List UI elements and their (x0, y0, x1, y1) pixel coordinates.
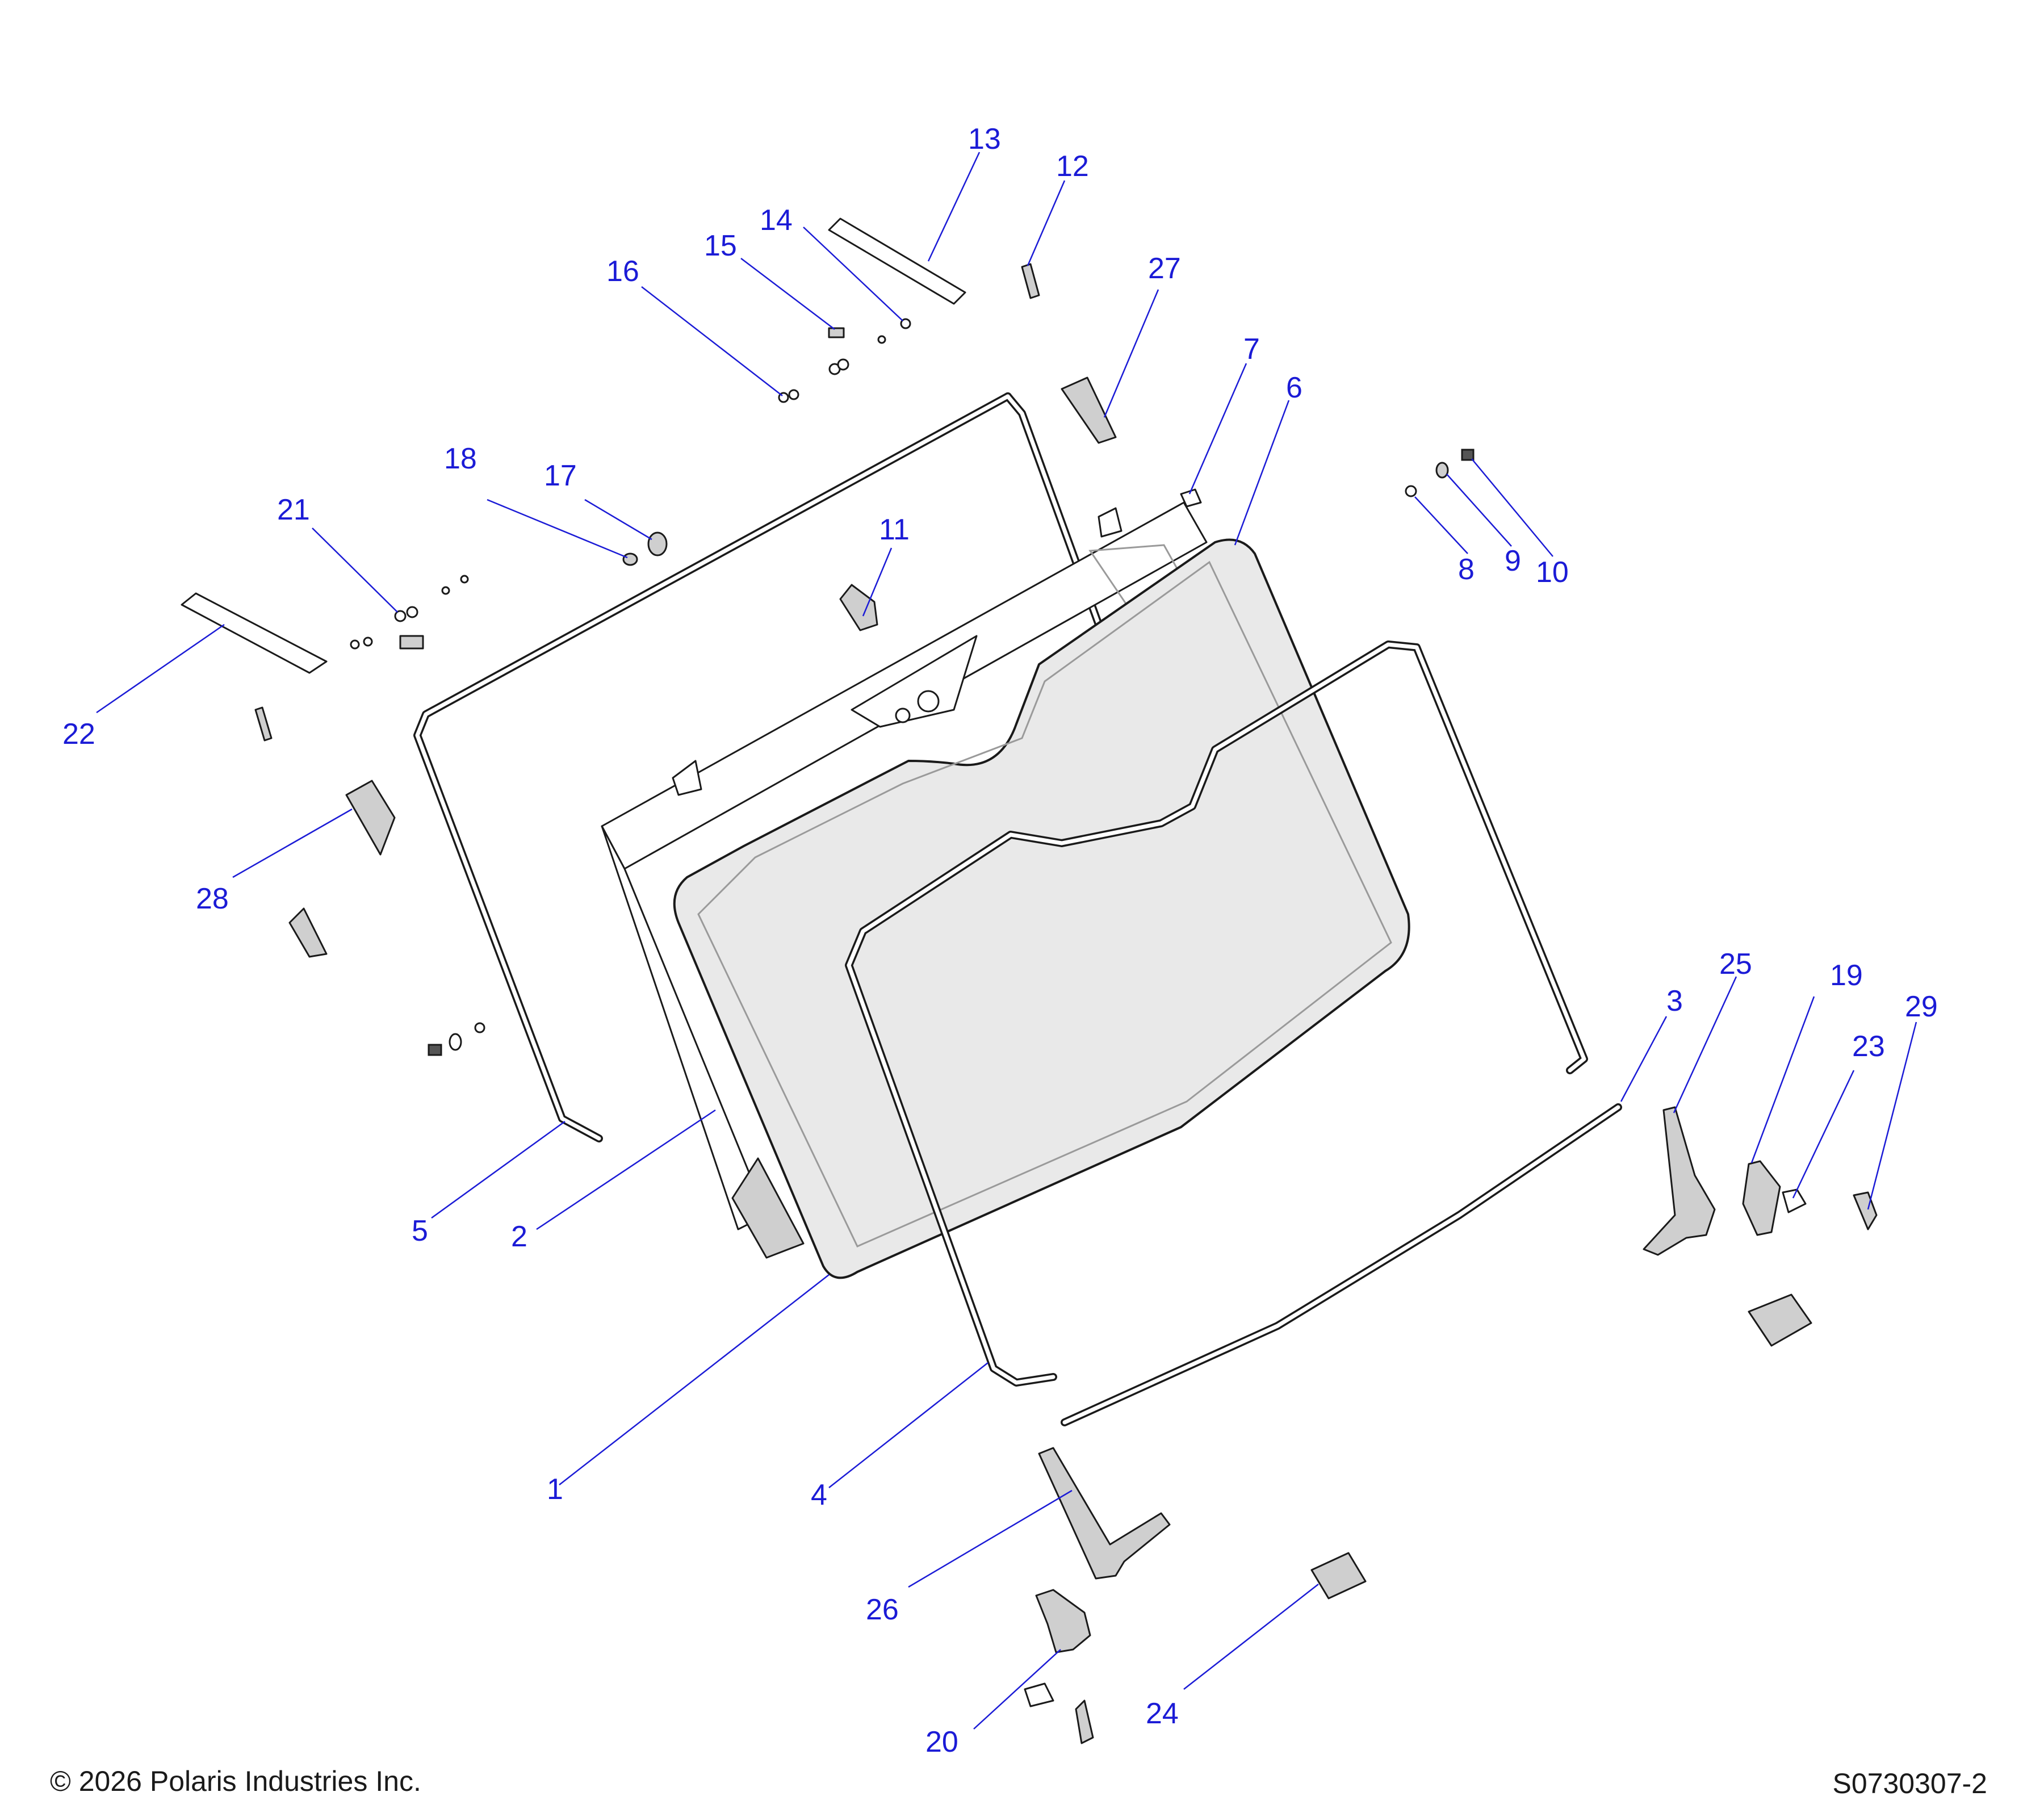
callout-27: 27 (1148, 252, 1181, 285)
callout-10: 10 (1536, 556, 1569, 589)
part-21-clip (399, 635, 424, 650)
callout-24: 24 (1146, 1697, 1179, 1730)
part-19-bracket (1742, 1160, 1781, 1236)
callout-7: 7 (1243, 333, 1260, 366)
callout-14: 14 (760, 204, 793, 237)
part-2-windshield-frame (601, 488, 1375, 1259)
part-21-washer (394, 610, 407, 622)
callout-29: 29 (1905, 990, 1938, 1023)
callout-11: 11 (879, 513, 910, 546)
part-20-bracket (1035, 1589, 1091, 1653)
callout-9: 9 (1505, 545, 1521, 577)
part-11-bracket (839, 584, 878, 631)
part-24-pad-right (1748, 1293, 1812, 1347)
part-13-strip (828, 217, 966, 305)
part-4-inner-seal (845, 640, 1588, 1387)
callout-15: 15 (704, 229, 737, 262)
part-9-washer (1435, 462, 1449, 479)
part-22-strip (181, 592, 328, 674)
part-15-clip (828, 327, 845, 338)
part-23-clip (1782, 1188, 1807, 1213)
callout-5: 5 (412, 1215, 428, 1247)
part-left-nut (428, 1044, 442, 1056)
callout-18: 18 (444, 442, 477, 475)
callout-labels: 1 2 3 4 5 6 7 8 9 10 11 12 13 14 15 16 1… (62, 123, 1938, 1759)
callout-13: 13 (968, 123, 1001, 156)
callout-21: 21 (277, 493, 310, 526)
part-29-clip (1853, 1191, 1878, 1230)
drawing-number: S0730307-2 (1832, 1768, 1987, 1799)
leader-lines (96, 152, 1917, 1730)
callout-6: 6 (1286, 371, 1302, 404)
part-20-clip (1024, 1682, 1054, 1707)
callout-2: 2 (511, 1220, 527, 1253)
part-8-screw (1405, 485, 1417, 497)
callout-17: 17 (544, 459, 577, 492)
part-25-bracket (1643, 1106, 1716, 1256)
callout-22: 22 (62, 718, 95, 751)
part-27-pad (1061, 376, 1117, 444)
callout-26: 26 (866, 1593, 899, 1626)
callout-3: 3 (1666, 985, 1683, 1018)
part-14-screw (900, 318, 911, 329)
part-28-pad (345, 780, 396, 856)
callout-1: 1 (547, 1473, 563, 1506)
callout-4: 4 (811, 1479, 827, 1512)
callout-16: 16 (606, 255, 639, 288)
part-18-nut (622, 552, 638, 566)
part-24-pad (1310, 1552, 1367, 1600)
part-12b-tab (254, 706, 273, 742)
callout-8: 8 (1458, 553, 1475, 586)
small-parts (181, 217, 1878, 1744)
part-3-lower-seal (1061, 1103, 1622, 1426)
part-1-windshield-glass (673, 538, 1410, 1279)
callout-23: 23 (1852, 1030, 1885, 1063)
part-17-cap (647, 531, 668, 556)
copyright-notice: © 2026 Polaris Industries Inc. (50, 1765, 421, 1797)
callout-12: 12 (1056, 150, 1089, 183)
part-20-tab (1075, 1699, 1094, 1744)
part-bracket-left (288, 907, 328, 958)
callout-20: 20 (925, 1726, 958, 1759)
callout-19: 19 (1830, 959, 1863, 992)
part-26-bracket (1038, 1447, 1171, 1580)
part-10-nut (1461, 449, 1475, 461)
callout-28: 28 (196, 882, 229, 915)
part-12-tab (1021, 263, 1040, 299)
callout-25: 25 (1719, 948, 1752, 981)
